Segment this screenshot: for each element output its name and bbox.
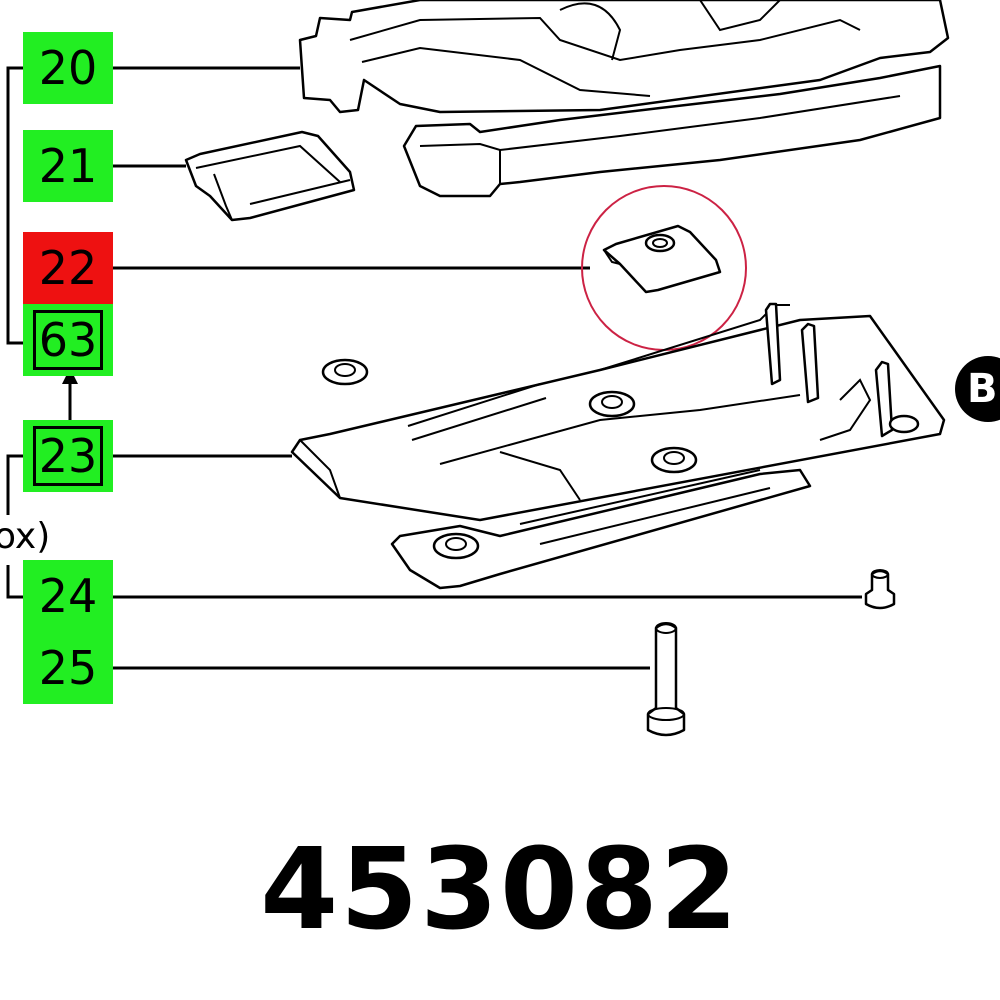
arrowhead-icon [62,368,78,384]
part-25-long-screw-drawing [646,622,686,737]
callout-20[interactable]: 20 [23,32,113,104]
view-marker-badge: B [955,356,1000,422]
part-20-housing-drawing [298,0,950,198]
callout-24-number: 24 [38,569,98,623]
callout-22-number: 22 [38,241,98,295]
callout-23-number: 23 [32,426,104,486]
part-21-pad-drawing [184,130,356,222]
callout-21-number: 21 [38,139,98,193]
callout-25-number: 25 [38,641,98,695]
callout-20-number: 20 [38,41,98,95]
cut-off-note: ox) [0,516,51,557]
leader-lines [6,66,862,670]
callout-63[interactable]: 63 [23,304,113,376]
bracket-20-63 [6,66,36,345]
part-24-small-screw-drawing [864,569,896,610]
part-23-base-plate-drawing [290,302,946,590]
callout-24[interactable]: 24 [23,560,113,632]
callout-23[interactable]: 23 [23,420,113,492]
callout-63-number: 63 [32,310,104,370]
part-number: 453082 [260,825,740,955]
callout-21[interactable]: 21 [23,130,113,202]
callout-25[interactable]: 25 [23,632,113,704]
callout-22[interactable]: 22 [23,232,113,304]
part-22-clip-drawing [581,185,747,351]
